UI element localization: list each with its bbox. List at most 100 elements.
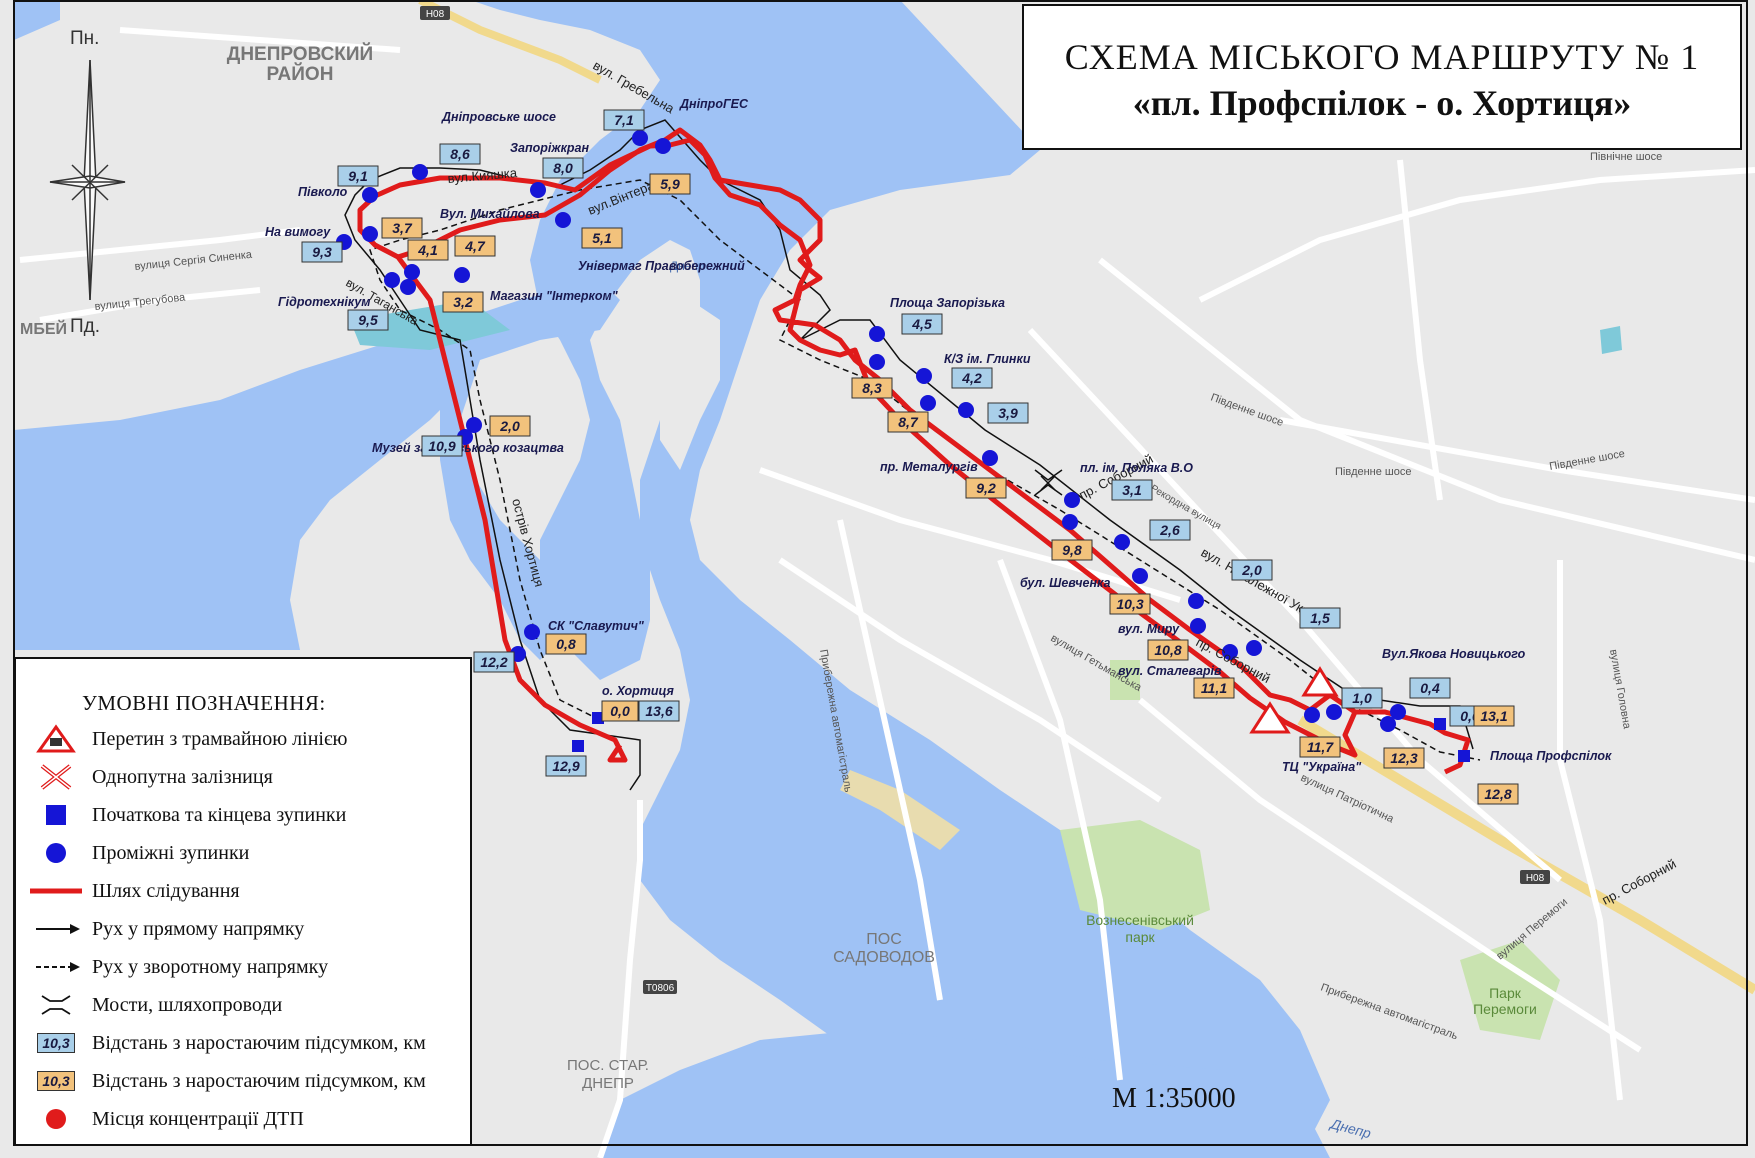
stop-dot: [982, 450, 998, 466]
stop-dot: [555, 212, 571, 228]
stop-dot: [1304, 707, 1320, 723]
legend-label: Рух у прямому напрямку: [92, 917, 305, 940]
legend-item: Місця концентрації ДТП: [26, 1104, 304, 1134]
map-park-peremohy: [1460, 940, 1560, 1040]
forward-distance-badge: 0,4: [1409, 677, 1451, 699]
map-water-river: [470, 0, 1330, 1158]
reverse-distance-badge: 11,7: [1299, 736, 1341, 758]
street-label: вул.Кияшка: [447, 165, 518, 186]
title-box: СХЕМА МІСЬКОГО МАРШРУТУ № 1 «пл. Профспі…: [1022, 4, 1742, 150]
legend-title: УМОВНІ ПОЗНАЧЕННЯ:: [82, 691, 326, 715]
stop-dot: [1114, 534, 1130, 550]
tram-crossing-icon: [1301, 666, 1339, 697]
stop-dot: [958, 402, 974, 418]
stop-dot: [454, 267, 470, 283]
park-peremohy-label-2: Перемоги: [1473, 1001, 1537, 1017]
reverse-distance-badge: 4,1: [407, 239, 449, 261]
road-shield: Н08: [420, 6, 450, 20]
map-title: СХЕМА МІСЬКОГО МАРШРУТУ № 1: [1064, 37, 1700, 77]
reverse-distance-badge: 11,1: [1193, 677, 1235, 699]
tram-crossing-icon: [1249, 701, 1291, 734]
stop-dot: [1064, 492, 1080, 508]
svg-text:4,1: 4,1: [417, 242, 438, 258]
map-yellow-road: [1297, 715, 1755, 995]
terminal-stop-khortytsia-2: [592, 712, 604, 724]
legend-label: Місця концентрації ДТП: [92, 1107, 304, 1130]
legend-item: Початкова та кінцева зупинки: [26, 800, 346, 830]
bridge-marks: [1034, 469, 1063, 496]
svg-text:12,3: 12,3: [1390, 750, 1417, 766]
stop-dot: [1190, 618, 1206, 634]
svg-text:Н08: Н08: [426, 9, 445, 20]
vozn-park-label-2: парк: [1125, 929, 1155, 945]
accident-spot-icon: [26, 1104, 86, 1134]
reverse-distance-badges: 0,0 0,8 2,0 3,2 3,7 4,1 4,7 5,1 5,9 8,3 …: [381, 173, 1519, 805]
street-label: Північне шосе: [1590, 151, 1662, 163]
stop-dot: [524, 624, 540, 640]
legend-item: Перетин з трамвайною лінією: [26, 724, 348, 754]
stop-dot: [1132, 568, 1148, 584]
svg-text:9,1: 9,1: [348, 168, 368, 184]
svg-text:5,1: 5,1: [592, 230, 612, 246]
terminal-stop-profspilok: [1434, 718, 1446, 730]
reverse-distance-badge: 4,7: [454, 235, 496, 257]
legend-item: Рух у прямому напрямку: [26, 914, 304, 944]
bridge-icon: [26, 990, 86, 1020]
svg-text:8,3: 8,3: [862, 380, 882, 396]
map-island: [660, 300, 720, 470]
reverse-distance-badge: 0,0: [601, 700, 639, 722]
svg-text:3,9: 3,9: [998, 405, 1018, 421]
forward-distance-badge: 4,2: [951, 367, 993, 389]
svg-text:9,3: 9,3: [312, 244, 332, 260]
stop-dot: [1390, 704, 1406, 720]
map-beach: [840, 770, 960, 850]
legend-label: Початкова та кінцева зупинки: [92, 803, 347, 826]
terminal-stops: [572, 712, 1470, 762]
stop-label: Універмаг Правобережний: [578, 259, 745, 273]
svg-text:3,7: 3,7: [392, 220, 413, 236]
svg-text:12,2: 12,2: [480, 654, 507, 670]
stop-label: Музей запорозького козацтва: [372, 441, 564, 455]
legend-item: Однопутна залізниця: [26, 762, 273, 792]
svg-text:9,5: 9,5: [358, 312, 378, 328]
district-label-2: РАЙОН: [267, 63, 334, 85]
reverse-distance-sample: 10,3: [37, 1071, 75, 1091]
forward-distance-badge: 12,2: [473, 651, 515, 673]
stop-label: вул. Сталеварів: [1118, 664, 1222, 678]
reverse-distance-icon: 10,3: [26, 1066, 86, 1096]
reverse-distance-badge: 3,2: [442, 291, 484, 313]
svg-text:4,5: 4,5: [911, 316, 932, 332]
stop-label: Гідротехнікум: [278, 295, 371, 309]
forward-distance-badge: 9,3: [301, 241, 343, 263]
stop-dot: [869, 354, 885, 370]
stop-label: пл. ім. Поляка В.О: [1080, 461, 1193, 475]
stop-dot: [632, 130, 648, 146]
road-shield: Т0806: [643, 980, 677, 994]
forward-direction-icon: [26, 914, 86, 944]
stop-label: На вимогу: [265, 225, 331, 239]
single-track-railway-icon: [26, 762, 86, 792]
legend: УМОВНІ ПОЗНАЧЕННЯ: Перетин з трамвайною …: [14, 657, 472, 1146]
terminal-stop-icon: [26, 800, 86, 830]
svg-text:1,0: 1,0: [1352, 690, 1372, 706]
legend-label: Рух у зворотному напрямку: [92, 955, 329, 978]
road-shield: Н08: [1520, 870, 1550, 884]
tram-crossing-icons: [1249, 666, 1339, 734]
legend-item: Шлях слідування: [26, 876, 240, 906]
stop-labels: пл. ім. Поляка В.О ДніпроГЕС Площа Запор…: [265, 97, 1612, 774]
route-title: «пл. Профспілок - о. Хортиця»: [1132, 83, 1632, 123]
stop-label: Площа Профспілок: [1490, 749, 1612, 763]
reverse-distance-badge: 8,7: [887, 411, 929, 433]
pos-star-dnepr-label-2: ДНЕПР: [582, 1075, 634, 1092]
svg-text:8,0: 8,0: [553, 160, 573, 176]
svg-text:Т0806: Т0806: [646, 983, 675, 994]
stop-label: Вул.Якова Новицького: [1382, 647, 1526, 661]
forward-distance-sample: 10,3: [37, 1033, 75, 1053]
stop-dot: [1326, 704, 1342, 720]
forward-distance-badge: 8,0: [542, 157, 584, 179]
svg-text:9,8: 9,8: [1062, 542, 1082, 558]
stop-label: К/З ім. Глинки: [944, 352, 1031, 366]
stop-label: бул. Шевченка: [1020, 576, 1110, 590]
stop-label: вул. Миру: [1118, 622, 1180, 636]
map-scale: М 1:35000: [1112, 1083, 1236, 1114]
